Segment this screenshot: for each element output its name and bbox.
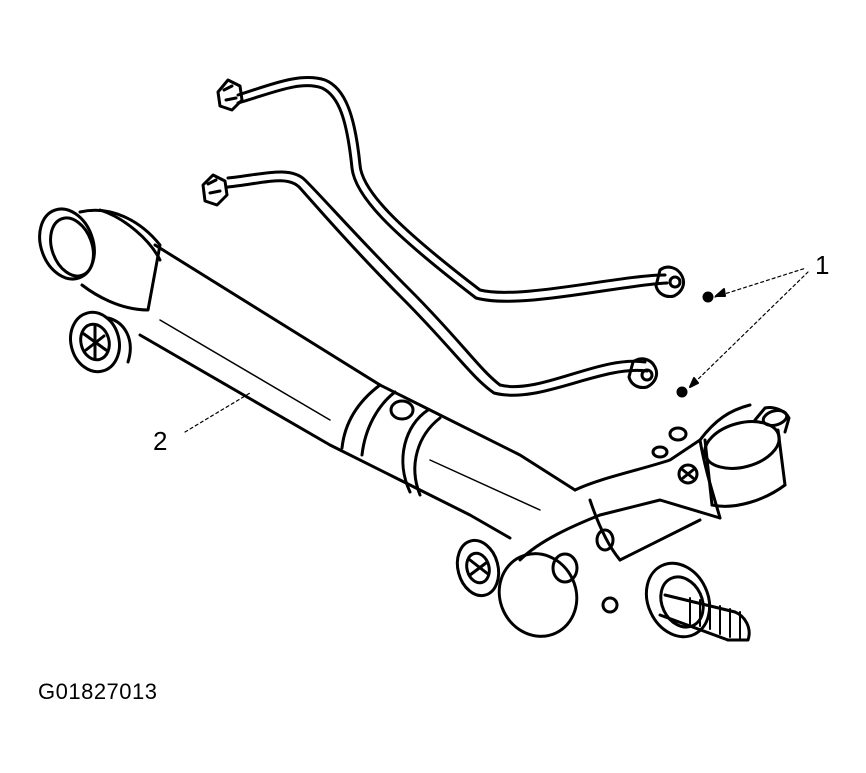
o-rings bbox=[676, 291, 714, 398]
figure-id: G01827013 bbox=[38, 679, 158, 704]
upper-pipe bbox=[216, 76, 686, 303]
gear-tube bbox=[38, 207, 577, 540]
left-mount bbox=[69, 310, 132, 374]
callout-leaders bbox=[184, 267, 809, 433]
valve-housing bbox=[518, 403, 791, 562]
leader-arrows bbox=[689, 288, 726, 388]
lower-pipe bbox=[201, 170, 659, 397]
right-mount bbox=[455, 528, 619, 638]
tie-rod-end bbox=[644, 561, 751, 642]
callout-label-1: 1 bbox=[815, 250, 830, 280]
callout-label-2: 2 bbox=[153, 426, 168, 456]
